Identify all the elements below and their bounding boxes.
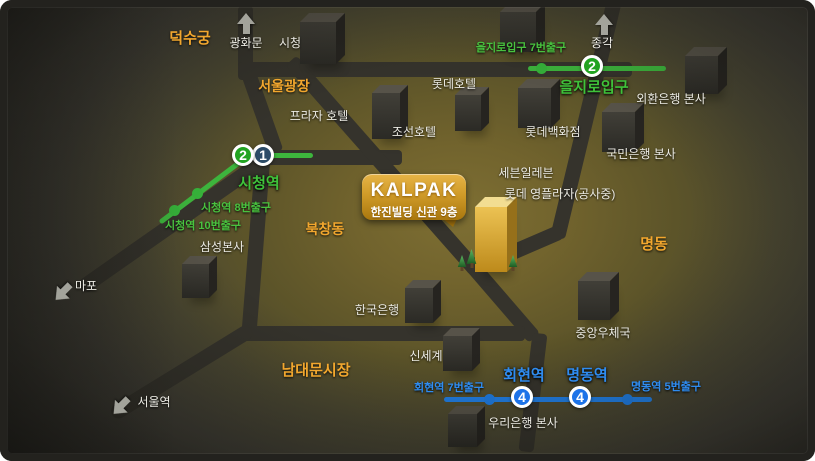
kalpak-subtitle: 한진빌딩 신관 9층: [370, 207, 458, 219]
station-badge-line2-cityhall: 2: [232, 144, 254, 166]
label-kookmin-hq: 국민은행 본사: [606, 147, 676, 161]
label-bank-of-korea: 한국은행: [354, 303, 400, 317]
label-myeongdong: 명동: [640, 236, 668, 253]
building-lotte-dept: [518, 88, 551, 128]
label-bukchang-dong: 북창동: [305, 221, 345, 237]
label-jonggak: 종각: [590, 36, 614, 50]
line2-exit10-dot: [169, 205, 180, 216]
kalpak-callout: KALPAK 한진빌딩 신관 9층: [362, 174, 466, 220]
label-young-plaza: 롯데 영플라자(공사중): [504, 187, 616, 201]
label-chosun-hotel: 조선호텔: [391, 125, 437, 139]
station-badge-line4-hoehyeon: 4: [511, 386, 533, 408]
label-hoehyeon-station: 회현역: [503, 367, 545, 384]
label-woori-hq: 우리은행 본사: [488, 416, 558, 430]
building-kookmin-bank: [602, 112, 635, 152]
label-seven-eleven: 세븐일레븐: [498, 166, 554, 180]
line4-myeongdong-exit5-dot: [622, 394, 633, 405]
label-lotte-dept: 롯데백화점: [525, 125, 581, 139]
line2-number: 2: [588, 58, 596, 74]
road-namdaemun-horizontal: [243, 326, 525, 341]
label-deoksugung: 덕수궁: [169, 30, 211, 47]
station-badge-line4-myeongdong: 4: [569, 386, 591, 408]
building-samsung: [182, 264, 209, 298]
building-lotte-hotel: [455, 95, 481, 131]
label-myeongdong-exit5: 명동역 5번출구: [631, 381, 701, 393]
station-badge-line2-euljiro: 2: [581, 55, 603, 77]
line2-euljiro-exit7-dot: [536, 63, 547, 74]
arrow-north-gwanghwamun-icon: [237, 13, 255, 34]
label-gwanghwamun: 광화문: [229, 36, 263, 50]
tree-icon: [508, 255, 518, 271]
label-hoehyeon-exit7: 회현역 7번출구: [414, 382, 484, 394]
building-central-post-office: [578, 281, 610, 320]
station-badge-line1-cityhall: 1: [252, 144, 274, 166]
label-myeongdong-station: 명동역: [566, 367, 608, 384]
label-keb-hq: 외환은행 본사: [636, 92, 706, 106]
kalpak-brand: KALPAK: [370, 180, 458, 201]
label-seoul-station: 서울역: [137, 395, 171, 409]
label-seoul-plaza: 서울광장: [258, 78, 310, 94]
line4-number: 4: [576, 389, 584, 405]
label-cityhall-station: 시청역: [238, 175, 280, 192]
label-lotte-hotel: 롯데호텔: [431, 77, 477, 91]
building-kalpak-hanjin: [475, 207, 507, 272]
building-bank-of-korea: [405, 288, 433, 323]
label-cityhall-exit10: 시청역 10번출구: [164, 220, 242, 232]
building-cityhall: [300, 22, 336, 64]
building-woori-bank: [448, 414, 477, 447]
label-plaza-hotel: 프라자 호텔: [289, 109, 349, 123]
label-cityhall: 시청: [278, 36, 302, 50]
line1-number: 1: [259, 147, 267, 163]
line4-hoehyeon-exit7-dot: [484, 394, 495, 405]
arrow-north-jonggak-icon: [595, 14, 613, 35]
label-namdaemun-market: 남대문시장: [281, 362, 351, 379]
building-shinsegae: [443, 336, 472, 371]
building-keb: [685, 56, 718, 94]
label-euljiro-station: 을지로입구: [559, 79, 629, 96]
label-samsung-hq: 삼성본사: [199, 240, 245, 254]
line2-number: 2: [239, 147, 247, 163]
label-cityhall-exit8: 시청역 8번출구: [201, 202, 271, 214]
line2-exit8-dot: [192, 188, 203, 199]
label-mapo: 마포: [74, 279, 98, 293]
label-shinsegae: 신세계: [409, 349, 443, 363]
label-euljiro-exit7: 을지로입구 7번출구: [475, 42, 567, 54]
subway-line4-segment: [444, 397, 652, 402]
tree-icon: [466, 249, 477, 268]
line4-number: 4: [518, 389, 526, 405]
label-central-post-office: 중앙우체국: [575, 326, 631, 340]
arrow-southwest-mapo-icon: [49, 279, 77, 307]
